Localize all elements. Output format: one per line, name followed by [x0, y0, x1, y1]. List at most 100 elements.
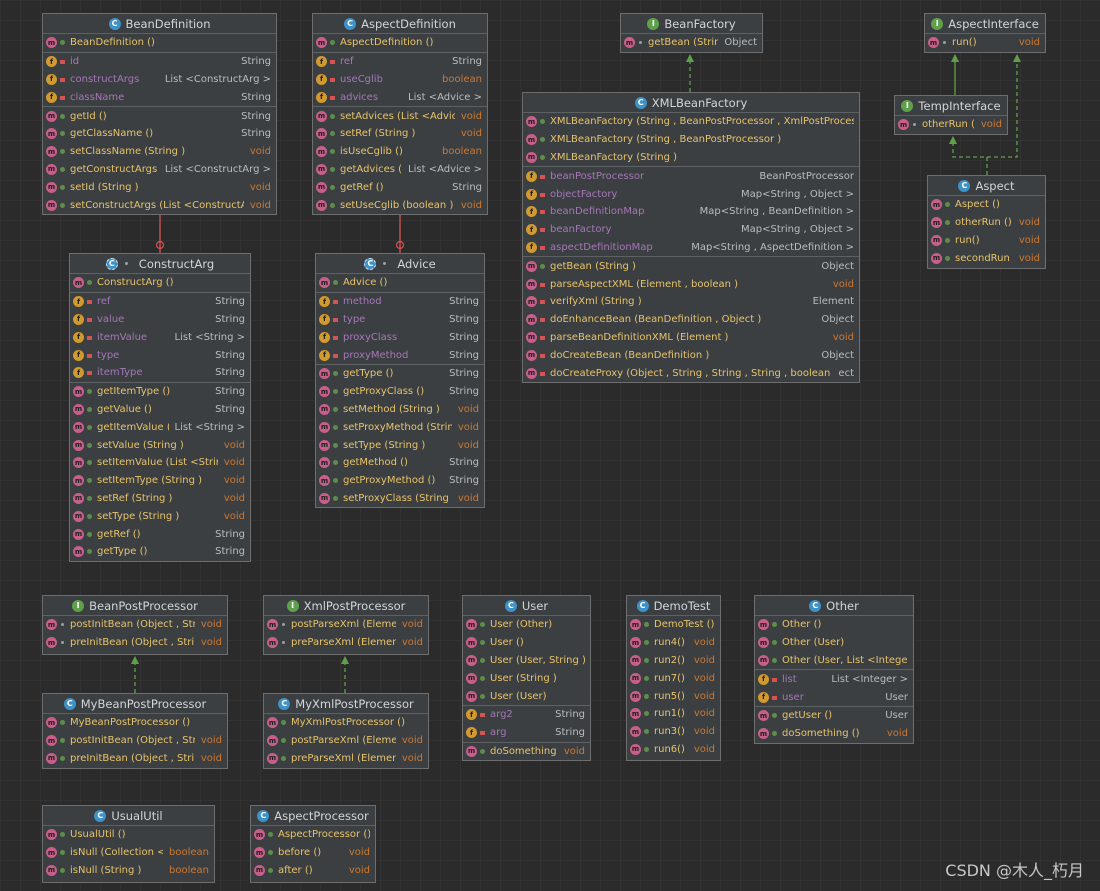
- method-row[interactable]: mgetType ()String: [316, 365, 484, 383]
- method-row[interactable]: mUser (User): [463, 687, 590, 705]
- method-row[interactable]: mMyXmlPostProcessor (): [264, 714, 428, 732]
- method-row[interactable]: mBeanDefinition (): [43, 34, 276, 52]
- method-row[interactable]: msetItemType (String )void: [70, 472, 250, 490]
- method-row[interactable]: msetRef (String )void: [70, 490, 250, 508]
- class-header[interactable]: CMyXmlPostProcessor: [264, 694, 428, 714]
- class-header[interactable]: CUser: [463, 596, 590, 616]
- class-box-aspect-interface[interactable]: IAspectInterfacemrun()void: [924, 13, 1046, 53]
- method-row[interactable]: mXMLBeanFactory (String , BeanPostProces…: [523, 131, 859, 149]
- method-row[interactable]: mOther (): [755, 616, 913, 634]
- method-row[interactable]: mgetId ()String: [43, 107, 276, 125]
- method-row[interactable]: mrun()void: [928, 232, 1045, 250]
- field-row[interactable]: fuseCglibboolean: [313, 71, 487, 89]
- class-header[interactable]: IXmlPostProcessor: [264, 596, 428, 616]
- method-row[interactable]: mgetBean (String )Object: [523, 257, 859, 275]
- method-row[interactable]: mXMLBeanFactory (String , BeanPostProces…: [523, 113, 859, 131]
- field-row[interactable]: faspectDefinitionMapMap<String , AspectD…: [523, 239, 859, 257]
- method-row[interactable]: mbefore ()void: [251, 844, 375, 862]
- method-row[interactable]: mUser (Other): [463, 616, 590, 634]
- method-row[interactable]: mdoCreateProxy (Object , String , String…: [523, 364, 859, 382]
- class-header[interactable]: COther: [755, 596, 913, 616]
- class-box-xmlbean-factory[interactable]: CXMLBeanFactorymXMLBeanFactory (String ,…: [522, 92, 860, 383]
- method-row[interactable]: mdoEnhanceBean (BeanDefinition , Object …: [523, 311, 859, 329]
- method-row[interactable]: mpostParseXml (Element )void: [264, 732, 428, 750]
- method-row[interactable]: mpreInitBean (Object , String )void: [43, 634, 227, 652]
- class-header[interactable]: CXMLBeanFactory: [523, 93, 859, 113]
- method-row[interactable]: misNull (Collection <?>)boolean: [43, 844, 214, 862]
- class-box-bean-definition[interactable]: CBeanDefinitionmBeanDefinition ()fidStri…: [42, 13, 277, 215]
- class-box-demo-test[interactable]: CDemoTestmDemoTest ()mrun4()voidmrun2()v…: [626, 595, 721, 761]
- class-header[interactable]: CAspectDefinition: [313, 14, 487, 34]
- class-box-construct-arg[interactable]: CConstructArgmConstructArg ()frefStringf…: [69, 253, 251, 562]
- field-row[interactable]: fproxyMethodString: [316, 346, 484, 364]
- class-box-aspect[interactable]: CAspectmAspect ()motherRun ()voidmrun()v…: [927, 175, 1046, 269]
- field-row[interactable]: fuserUser: [755, 688, 913, 706]
- field-row[interactable]: fidString: [43, 53, 276, 71]
- method-row[interactable]: mgetAdvices ()List <Advice >: [313, 161, 487, 179]
- method-row[interactable]: motherRun ()void: [895, 116, 1007, 134]
- method-row[interactable]: mgetProxyClass ()String: [316, 383, 484, 401]
- method-row[interactable]: mdoSomething ()void: [755, 725, 913, 743]
- class-header[interactable]: IBeanFactory: [621, 14, 762, 34]
- class-header[interactable]: IAspectInterface: [925, 14, 1045, 34]
- field-row[interactable]: ftypeString: [70, 346, 250, 364]
- field-row[interactable]: fbeanDefinitionMapMap<String , BeanDefin…: [523, 203, 859, 221]
- field-row[interactable]: fobjectFactoryMap<String , Object >: [523, 185, 859, 203]
- method-row[interactable]: misNull (String )boolean: [43, 862, 214, 880]
- method-row[interactable]: mgetProxyMethod ()String: [316, 472, 484, 490]
- method-row[interactable]: msetValue (String )void: [70, 436, 250, 454]
- class-header[interactable]: CMyBeanPostProcessor: [43, 694, 227, 714]
- method-row[interactable]: msetId (String )void: [43, 178, 276, 196]
- method-row[interactable]: mverifyXml (String )Element: [523, 293, 859, 311]
- method-row[interactable]: mrun7()void: [627, 669, 720, 687]
- class-box-xml-post-processor[interactable]: IXmlPostProcessormpostParseXml (Element …: [263, 595, 429, 655]
- method-row[interactable]: mgetItemValue ()List <String >: [70, 418, 250, 436]
- method-row[interactable]: mrun6()void: [627, 741, 720, 759]
- class-header[interactable]: CAdvice: [316, 254, 484, 274]
- method-row[interactable]: mrun()void: [925, 34, 1045, 52]
- method-row[interactable]: mOther (User, List <Integer >): [755, 652, 913, 670]
- field-row[interactable]: fvalueString: [70, 311, 250, 329]
- method-row[interactable]: msetType (String )void: [70, 507, 250, 525]
- method-row[interactable]: msetProxyMethod (String )void: [316, 418, 484, 436]
- method-row[interactable]: msetAdvices (List <Advice >)void: [313, 107, 487, 125]
- method-row[interactable]: mgetItemType ()String: [70, 383, 250, 401]
- method-row[interactable]: mgetValue ()String: [70, 401, 250, 419]
- method-row[interactable]: mparseBeanDefinitionXML (Element )void: [523, 329, 859, 347]
- field-row[interactable]: fbeanPostProcessorBeanPostProcessor: [523, 167, 859, 185]
- field-row[interactable]: fclassNameString: [43, 88, 276, 106]
- class-header[interactable]: CAspectProcessor: [251, 806, 375, 826]
- method-row[interactable]: msetItemValue (List <String >)void: [70, 454, 250, 472]
- method-row[interactable]: mUser (String ): [463, 669, 590, 687]
- class-box-my-xml-post-processor[interactable]: CMyXmlPostProcessormMyXmlPostProcessor (…: [263, 693, 429, 769]
- method-row[interactable]: mDemoTest (): [627, 616, 720, 634]
- field-row[interactable]: farg2String: [463, 706, 590, 724]
- method-row[interactable]: mgetClassName ()String: [43, 125, 276, 143]
- class-header[interactable]: IBeanPostProcessor: [43, 596, 227, 616]
- method-row[interactable]: mgetBean (String )Object: [621, 34, 762, 52]
- class-header[interactable]: CAspect: [928, 176, 1045, 196]
- field-row[interactable]: flistList <Integer >: [755, 670, 913, 688]
- method-row[interactable]: mafter ()void: [251, 862, 375, 880]
- method-row[interactable]: mAspectDefinition (): [313, 34, 487, 52]
- field-row[interactable]: frefString: [70, 293, 250, 311]
- field-row[interactable]: fconstructArgsList <ConstructArg >: [43, 71, 276, 89]
- method-row[interactable]: mUser (User, String ): [463, 652, 590, 670]
- class-header[interactable]: CBeanDefinition: [43, 14, 276, 34]
- method-row[interactable]: mAspectProcessor (): [251, 826, 375, 844]
- method-row[interactable]: msecondRun ()void: [928, 249, 1045, 267]
- method-row[interactable]: mpreInitBean (Object , String )void: [43, 750, 227, 768]
- method-row[interactable]: mMyBeanPostProcessor (): [43, 714, 227, 732]
- method-row[interactable]: mgetMethod ()String: [316, 454, 484, 472]
- field-row[interactable]: fbeanFactoryMap<String , Object >: [523, 221, 859, 239]
- method-row[interactable]: mgetUser ()User: [755, 707, 913, 725]
- field-row[interactable]: fitemTypeString: [70, 364, 250, 382]
- method-row[interactable]: msetUseCglib (boolean )void: [313, 196, 487, 214]
- method-row[interactable]: mgetRef ()String: [313, 178, 487, 196]
- method-row[interactable]: mXMLBeanFactory (String ): [523, 149, 859, 167]
- class-box-bean-factory[interactable]: IBeanFactorymgetBean (String )Object: [620, 13, 763, 53]
- field-row[interactable]: fproxyClassString: [316, 328, 484, 346]
- class-box-usual-util[interactable]: CUsualUtilmUsualUtil ()misNull (Collecti…: [42, 805, 215, 883]
- method-row[interactable]: mdoSomething ()void: [463, 743, 590, 761]
- class-header[interactable]: CConstructArg: [70, 254, 250, 274]
